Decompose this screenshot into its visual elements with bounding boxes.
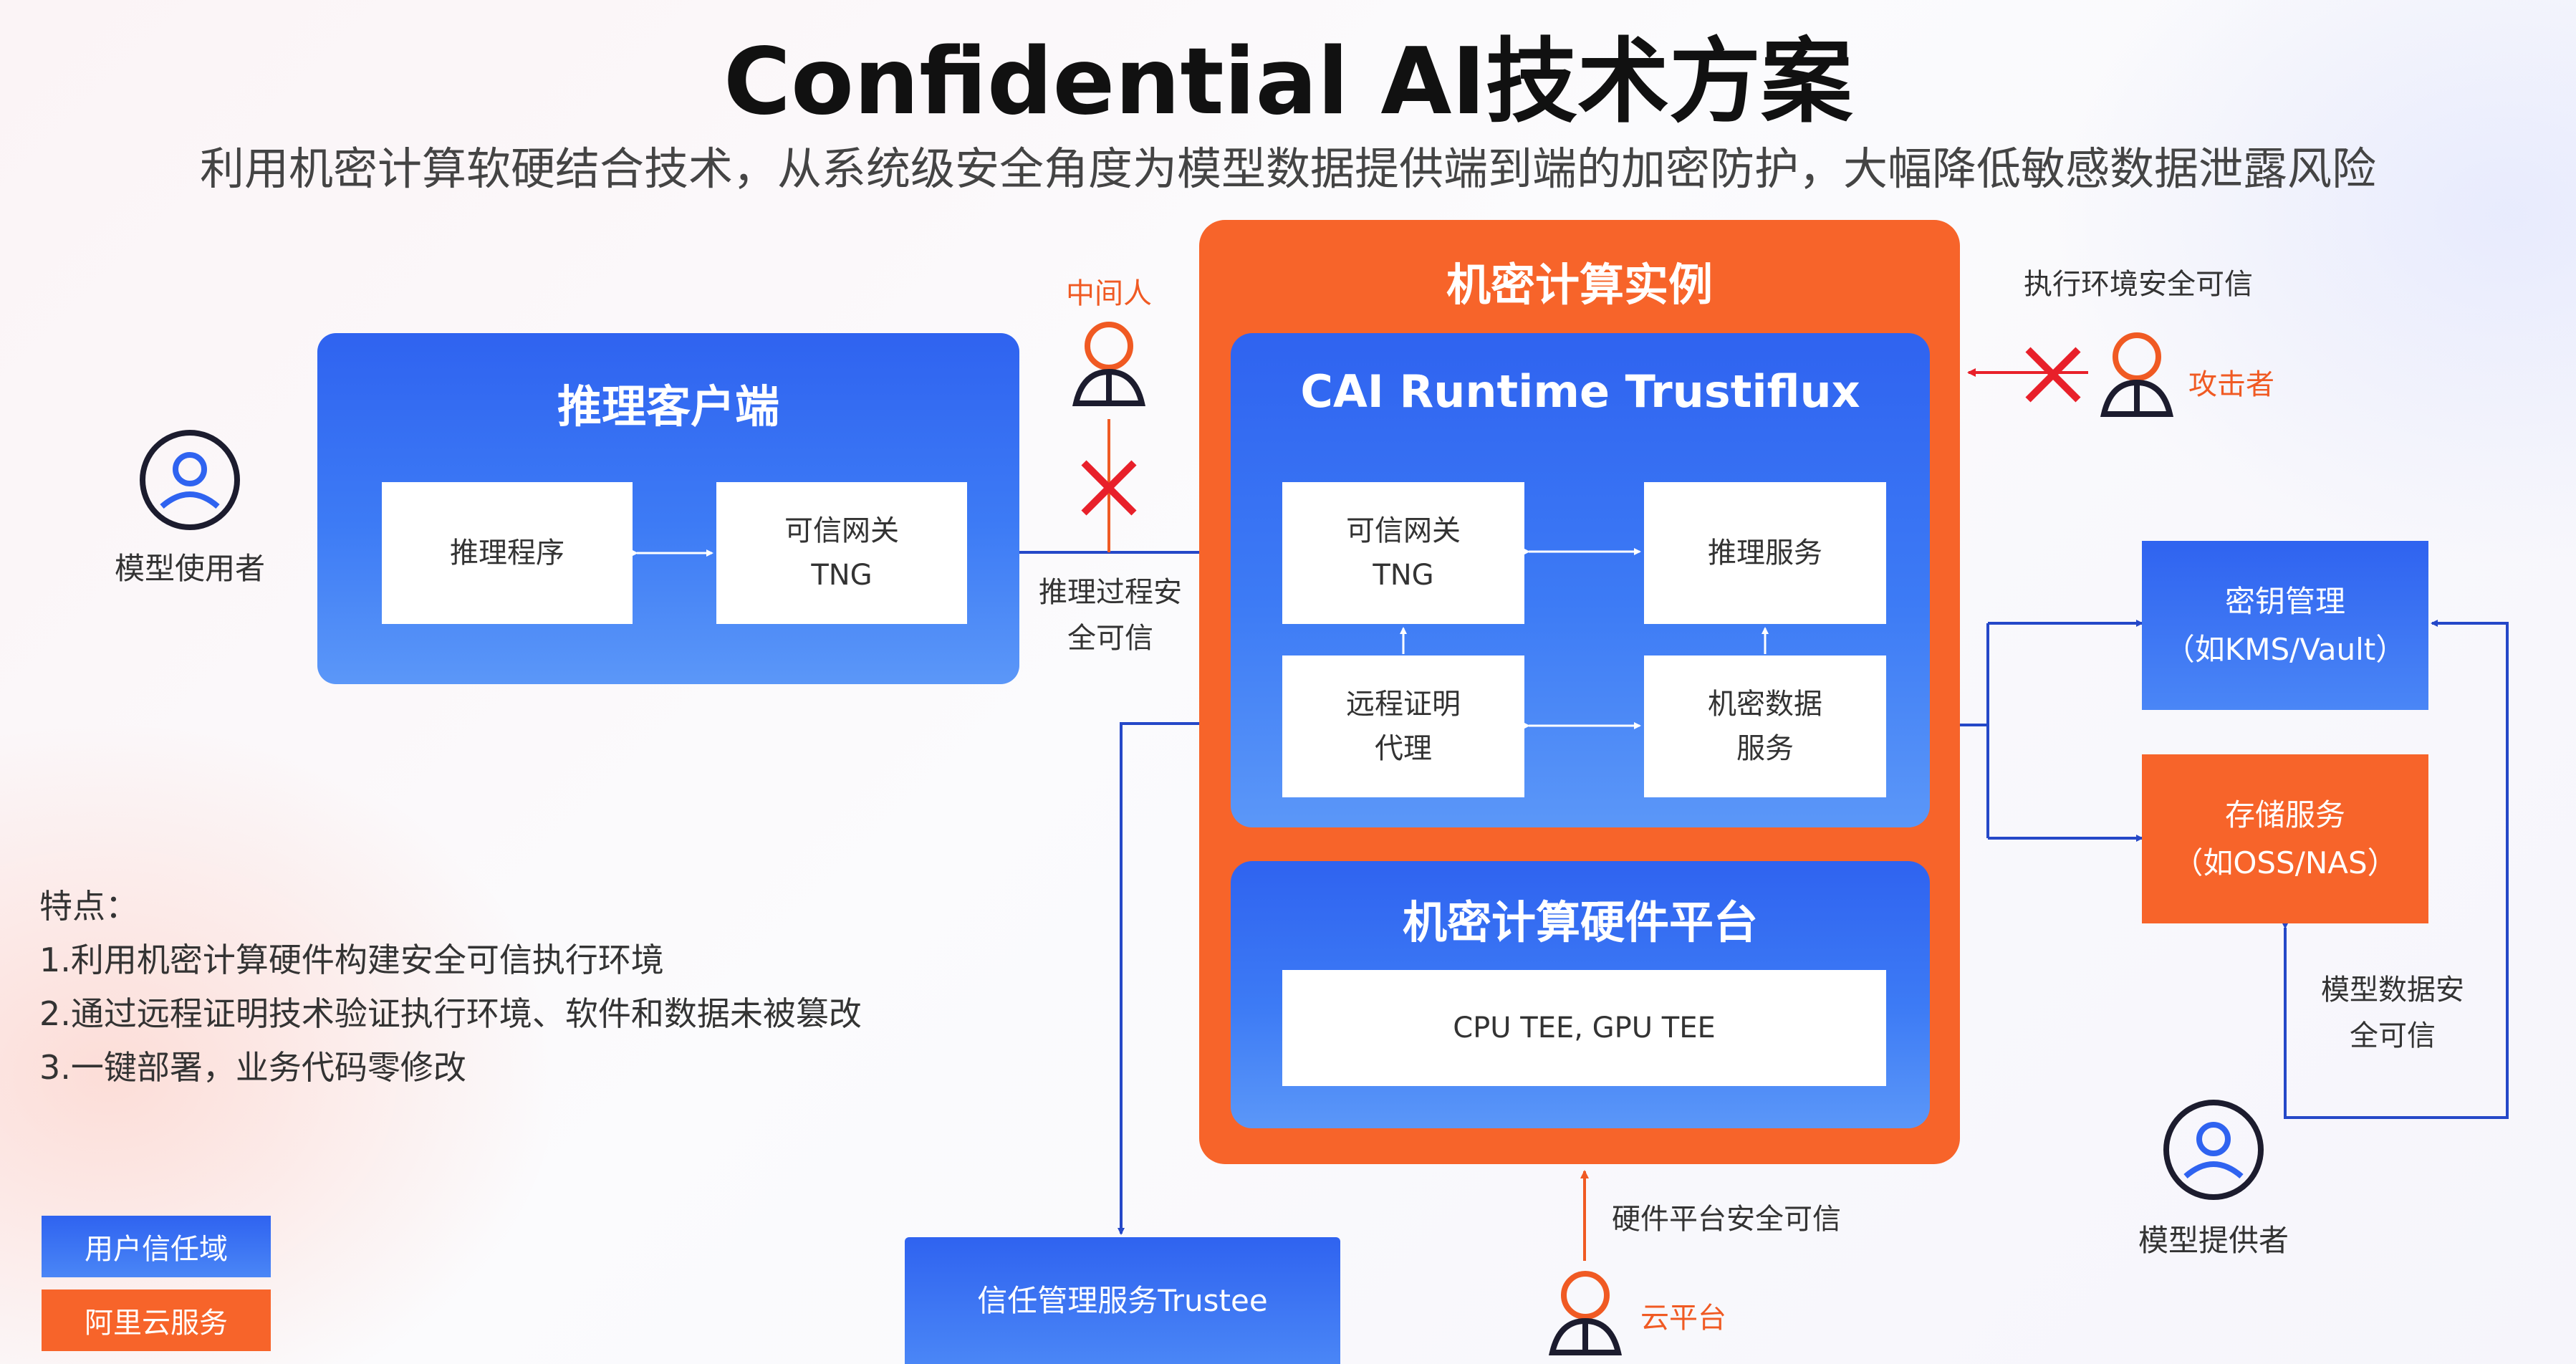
inference-secure-label: 推理过程安 全可信 <box>1039 576 1182 655</box>
inference-program-box: 推理程序 <box>382 482 633 624</box>
feature-item: 2.通过远程证明技术验证执行环境、软件和数据未被篡改 <box>39 994 862 1033</box>
feature-item: 1.利用机密计算硬件构建安全可信执行环境 <box>39 941 664 979</box>
client-internal-arrow <box>633 549 713 557</box>
kms-box: 密钥管理 （如KMS/Vault） <box>2142 541 2428 710</box>
page-subtitle: 利用机密计算软硬结合技术，从系统级安全角度为模型数据提供端到端的加密防护，大幅降… <box>199 143 2376 195</box>
cloud-person-icon <box>1548 1271 1623 1355</box>
features-heading: 特点： <box>39 887 138 926</box>
confidential-data-service-box: 机密数据 服务 <box>1644 655 1886 797</box>
mitm-label: 中间人 <box>1066 277 1152 310</box>
client-tng-box: 可信网关 TNG <box>716 482 967 624</box>
feature-item: 3.一键部署，业务代码零修改 <box>39 1048 466 1087</box>
env-secure-label: 执行环境安全可信 <box>2024 268 2253 301</box>
hardware-platform-panel: 机密计算硬件平台 CPU TEE, GPU TEE <box>1231 861 1930 1128</box>
provider-link-line <box>2282 620 2509 1119</box>
trustee-box: 信任管理服务Trustee <box>905 1237 1340 1364</box>
confidential-instance-panel: 机密计算实例 CAI Runtime Trustiflux 可信网关 TNG 推… <box>1199 220 1960 1164</box>
model-data-secure-label: 模型数据安 全可信 <box>2321 974 2464 1052</box>
runtime-internal-arrows <box>1400 548 1769 729</box>
model-user-label: 模型使用者 <box>114 551 265 586</box>
mitm-person-icon <box>1072 322 1146 406</box>
attacker-block-x-icon <box>2025 347 2081 403</box>
attacker-label: 攻击者 <box>2188 368 2274 401</box>
model-provider-icon <box>2163 1100 2264 1200</box>
confidential-instance-title: 机密计算实例 <box>1446 259 1713 311</box>
tee-box: CPU TEE, GPU TEE <box>1282 970 1886 1086</box>
model-provider-label: 模型提供者 <box>2138 1223 2289 1258</box>
attacker-person-icon <box>2100 332 2174 417</box>
hardware-platform-title: 机密计算硬件平台 <box>1402 896 1758 948</box>
inference-client-title: 推理客户端 <box>557 380 779 433</box>
inference-service-box: 推理服务 <box>1644 482 1886 624</box>
inference-client-panel: 推理客户端 推理程序 可信网关 TNG <box>317 333 1019 684</box>
storage-box: 存储服务 （如OSS/NAS） <box>2142 754 2428 923</box>
features-list: 特点： 1.利用机密计算硬件构建安全可信执行环境 2.通过远程证明技术验证执行环… <box>39 880 862 1095</box>
page-title: Confidential AI技术方案 <box>724 29 1852 135</box>
instance-tng-box: 可信网关 TNG <box>1282 482 1524 624</box>
legend-aliyun: 阿里云服务 <box>42 1289 271 1351</box>
cai-runtime-panel: CAI Runtime Trustiflux 可信网关 TNG 推理服务 远程证… <box>1231 333 1930 827</box>
model-user-icon <box>140 430 240 530</box>
legend-user-domain: 用户信任域 <box>42 1216 271 1277</box>
attestation-agent-box: 远程证明 代理 <box>1282 655 1524 797</box>
cai-runtime-title: CAI Runtime Trustiflux <box>1300 365 1860 418</box>
cloud-label: 云平台 <box>1640 1302 1726 1335</box>
hw-secure-label: 硬件平台安全可信 <box>1612 1203 1841 1236</box>
mitm-block-x-icon <box>1081 460 1137 516</box>
